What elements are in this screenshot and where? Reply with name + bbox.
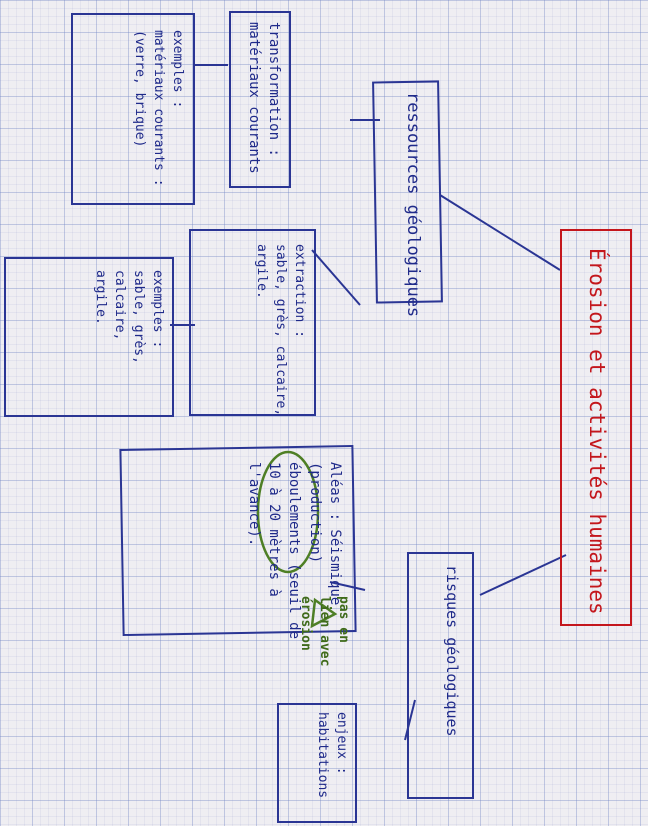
node-exemples-transformation: exemples : matériaux courants : (verre, … (129, 30, 186, 187)
node-ressources: ressources géologiques (403, 92, 423, 318)
transformation-line-2: matériaux courants (245, 22, 262, 174)
exemples-transformation-line-2: matériaux courants : (151, 30, 167, 187)
extraction-line-2: sable, grès, calcaire, (273, 244, 289, 417)
node-exemples-extraction: exemples : sable, grès, calcaire, argile… (91, 270, 166, 364)
exemples-extraction-line-1: exemples : (150, 270, 165, 349)
aleas-line-5: l'avance). (245, 462, 262, 547)
node-enjeux: enjeux : habitations (312, 712, 350, 798)
title-box (560, 229, 632, 626)
aleas-line-4: 10 à 20 mètres à (266, 462, 283, 597)
extraction-line-3: argile. (254, 244, 270, 299)
concept-boxes (4, 11, 474, 823)
connector-lines (170, 64, 567, 741)
extraction-line-1: extraction : (292, 244, 307, 338)
node-extraction: extraction : sable, grès, calcaire, argi… (251, 244, 308, 416)
exemples-extraction-line-4: argile. (93, 270, 109, 325)
enjeux-line-2: habitations (315, 712, 331, 799)
green-annotation-line-1: pas en (336, 596, 351, 643)
node-risques: risques géologiques (443, 565, 461, 737)
exemples-transformation-line-3: (verre, brique) (132, 30, 148, 148)
green-annotation-line-2: lien avec (317, 596, 333, 667)
exemples-extraction-line-2: sable, grès, (131, 270, 147, 364)
exemples-extraction-line-3: calcaire, (112, 270, 128, 341)
green-annotation-line-3: érosion (298, 596, 314, 651)
node-transformation: transformation : matériaux courants (243, 22, 284, 174)
warning-triangle-icon (310, 597, 338, 629)
green-circle (256, 450, 320, 574)
map-title: Érosion et activités humaines (585, 248, 609, 615)
green-annotation: pas en lien avec érosion (295, 596, 352, 666)
transformation-line-1: transformation : (266, 22, 282, 157)
enjeux-line-1: enjeux : (334, 712, 349, 775)
exemples-transformation-line-1: exemples : (170, 30, 185, 109)
